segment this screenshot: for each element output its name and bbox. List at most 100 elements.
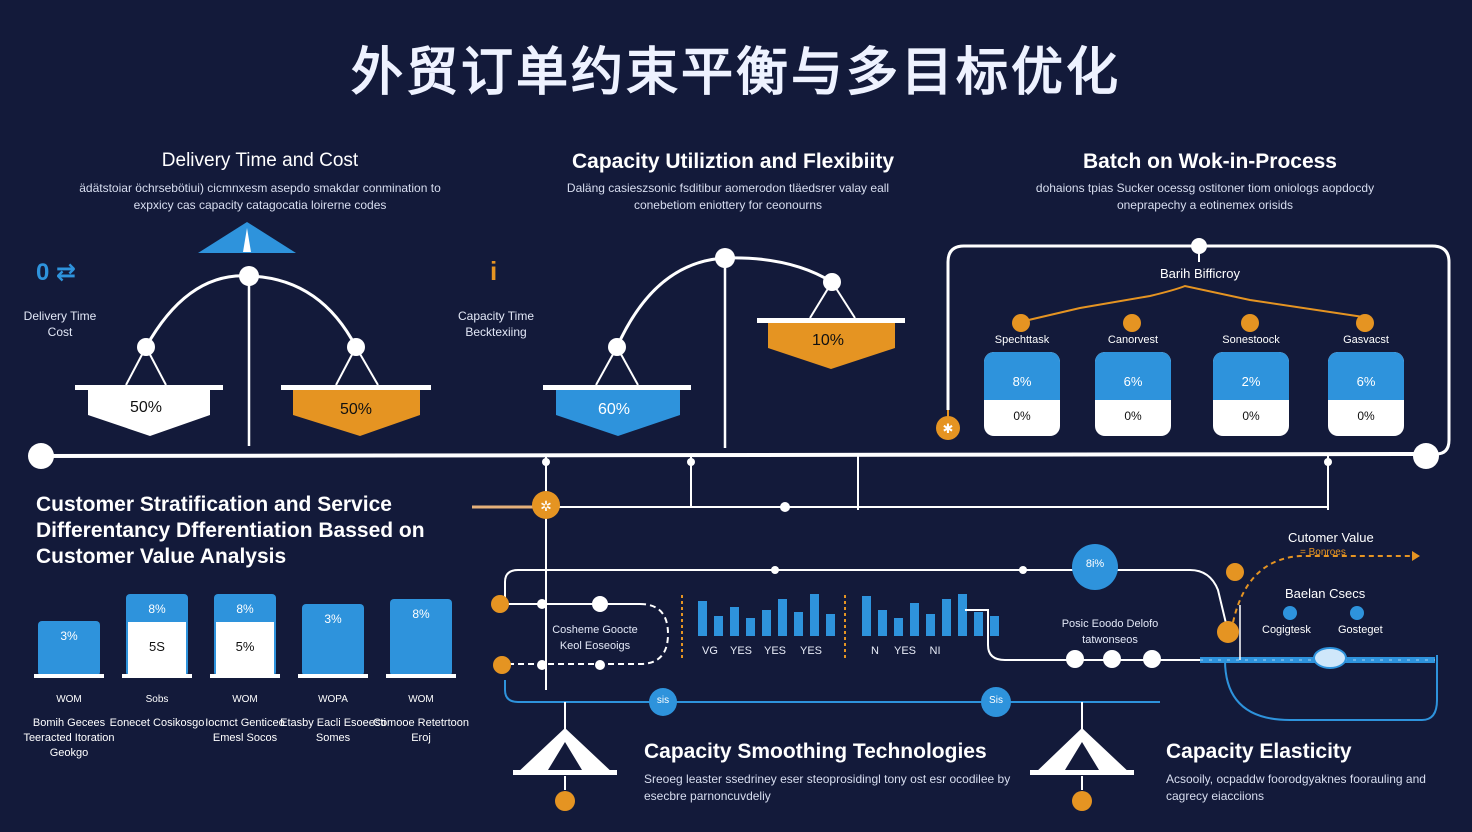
- flow-tick-label: VG: [702, 645, 718, 657]
- batch-card-top-value: 2%: [1241, 374, 1261, 389]
- customer-bar-white: [216, 622, 274, 674]
- customer-bar-code: Sobs: [145, 694, 169, 705]
- main-timeline: [39, 452, 1429, 458]
- delivery-left-pan-value: 50%: [130, 399, 163, 416]
- customer-bar-caption: Comooe Retetrtoon Eroj: [373, 717, 469, 744]
- flow-bar: [942, 599, 951, 636]
- customer-bar-top-value: 8%: [412, 607, 430, 621]
- batch-gear-icon: [936, 416, 960, 440]
- scale-capacity: [543, 248, 905, 448]
- batch-card-top: [984, 352, 1060, 400]
- svg-text:✲: ✲: [540, 499, 552, 515]
- batch-card: 2%0%: [1213, 352, 1289, 436]
- batch-card: 8% 0%: [984, 352, 1060, 436]
- customer-bar-mid-value: 5%: [235, 639, 255, 654]
- flow-bar: [894, 618, 903, 636]
- flow-bar: [746, 618, 755, 636]
- flow-diagram: ✲: [472, 456, 1438, 811]
- batch-card-top-value: 8%: [1012, 374, 1032, 389]
- batch-card-label: Gasvacst: [1343, 334, 1389, 346]
- pyramid-icon-left: [513, 728, 617, 811]
- batch-card-label: Canorvest: [1107, 334, 1159, 346]
- value-label: Cutomer Value: [1288, 530, 1374, 545]
- customer-bar-code: WOM: [56, 694, 82, 705]
- elasticity-title: Capacity Elasticity: [1166, 740, 1352, 763]
- batch-card-top-value: 6%: [1356, 374, 1376, 389]
- flow-bar: [762, 610, 771, 636]
- batch-desc: dohaions tpias Sucker ocessg ostitoner t…: [1035, 181, 1375, 212]
- timeline-end-left: [28, 443, 54, 469]
- batch-card-top-value: 6%: [1123, 374, 1143, 389]
- batch-card-bottom-value: 0%: [1124, 409, 1142, 423]
- value-right-icon: [1350, 606, 1364, 620]
- delivery-title: Delivery Time and Cost: [161, 150, 359, 171]
- flow-loop-label: Cosheme Goocte Keol Eoseoigs: [552, 624, 638, 652]
- batch-card-top: [1213, 352, 1289, 400]
- flow-gear-icon: [532, 491, 560, 519]
- batch-card: 6% 0%: [1328, 352, 1404, 436]
- flow-tick-label: YES: [799, 645, 822, 657]
- delivery-desc: ädätstoiar öchrsebötiui) cicmnxesm asepd…: [79, 181, 441, 212]
- flow-tick-label: NI: [929, 645, 941, 657]
- batch-card: 6% 0%: [1095, 352, 1171, 436]
- customer-bar-base: [122, 674, 192, 678]
- flow-tick-label: YES: [763, 645, 786, 657]
- timeline-end-right: [1413, 443, 1439, 469]
- customer-bar-top-value: 3%: [60, 629, 78, 643]
- customer-bar-code: WOM: [232, 694, 258, 705]
- batch-card-label: Sonestoock: [1222, 334, 1280, 346]
- flow-bar: [698, 601, 707, 636]
- flow-bar: [862, 596, 871, 636]
- pan-capacity-right: [768, 323, 895, 369]
- delivery-side-label: Delivery Time Cost: [23, 309, 97, 339]
- flow-tick-label: YES: [729, 645, 752, 657]
- batch-card-bottom-value: 0%: [1013, 409, 1031, 423]
- flow-bars-left: [698, 594, 835, 636]
- flow-hub-icon: [1072, 544, 1118, 590]
- elasticity-desc: Acsooily, ocpaddw foorodgyaknes foorauli…: [1166, 772, 1426, 803]
- delivery-right-pan-value: 50%: [340, 401, 373, 418]
- capacity-side-symbol: i: [490, 256, 498, 286]
- capacity-right-pan-value: 10%: [812, 332, 845, 349]
- page-title: 外贸订单约束平衡与多目标优化: [350, 43, 1121, 103]
- flow-bar: [958, 594, 967, 636]
- smoothing-title: Capacity Smoothing Technologies: [644, 740, 987, 763]
- flow-bar: [878, 610, 887, 636]
- batch-card-top: [1095, 352, 1171, 400]
- capacity-side-label: Capacity Time Becktexiing: [457, 309, 535, 339]
- flow-bars-right: [862, 594, 999, 636]
- svg-text:✱: ✱: [943, 422, 954, 437]
- customer-bar-base: [298, 674, 368, 678]
- flow-bar: [990, 616, 999, 636]
- pan-capacity-left: [556, 390, 680, 436]
- flow-bar: [974, 612, 983, 636]
- customer-bar-white: [128, 622, 186, 674]
- customer-bar-caption: Bomih Gecees Teeracted Itoration Geokgo: [23, 717, 115, 759]
- batch-card-label: Spechttask: [994, 334, 1050, 346]
- customer-title: Customer Stratification and Service Diff…: [36, 493, 425, 568]
- value-sublabel: = Bonroes: [1300, 547, 1346, 558]
- smoothing-desc: Sreoeg leaster ssedriney eser steoprosid…: [644, 772, 1011, 803]
- capacity-title: Capacity Utiliztion and Flexibiity: [571, 150, 895, 173]
- pan-delivery-right: [293, 390, 420, 436]
- flow-bar: [778, 599, 787, 636]
- flow-badge-left: sis: [656, 695, 670, 706]
- flow-bar: [810, 594, 819, 636]
- capacity-desc: Daläng casieszsonic fsditibur aomerodon …: [566, 181, 890, 212]
- batch-frame: ✱: [936, 238, 1451, 456]
- flow-bar: [730, 607, 739, 636]
- customer-bar-top-value: 8%: [148, 602, 166, 616]
- batch-card-bottom-value: 0%: [1357, 409, 1375, 423]
- flow-badge-right: Sis: [989, 695, 1003, 706]
- badge-right-circle: [981, 687, 1011, 717]
- customer-bar-code: WOPA: [318, 694, 348, 705]
- flow-bar: [794, 612, 803, 636]
- customer-bar-caption: Etasby Eacli Esoeesti Somes: [280, 717, 386, 744]
- batch-title: Batch on Wok-in-Process: [1083, 150, 1337, 173]
- delivery-side-symbol: 0 ⇄: [36, 259, 77, 286]
- value-left-icon: [1283, 606, 1297, 620]
- customer-bar-code: WOM: [408, 694, 434, 705]
- value-left-label: Cogigtesk: [1262, 624, 1311, 636]
- flow-bar: [910, 603, 919, 636]
